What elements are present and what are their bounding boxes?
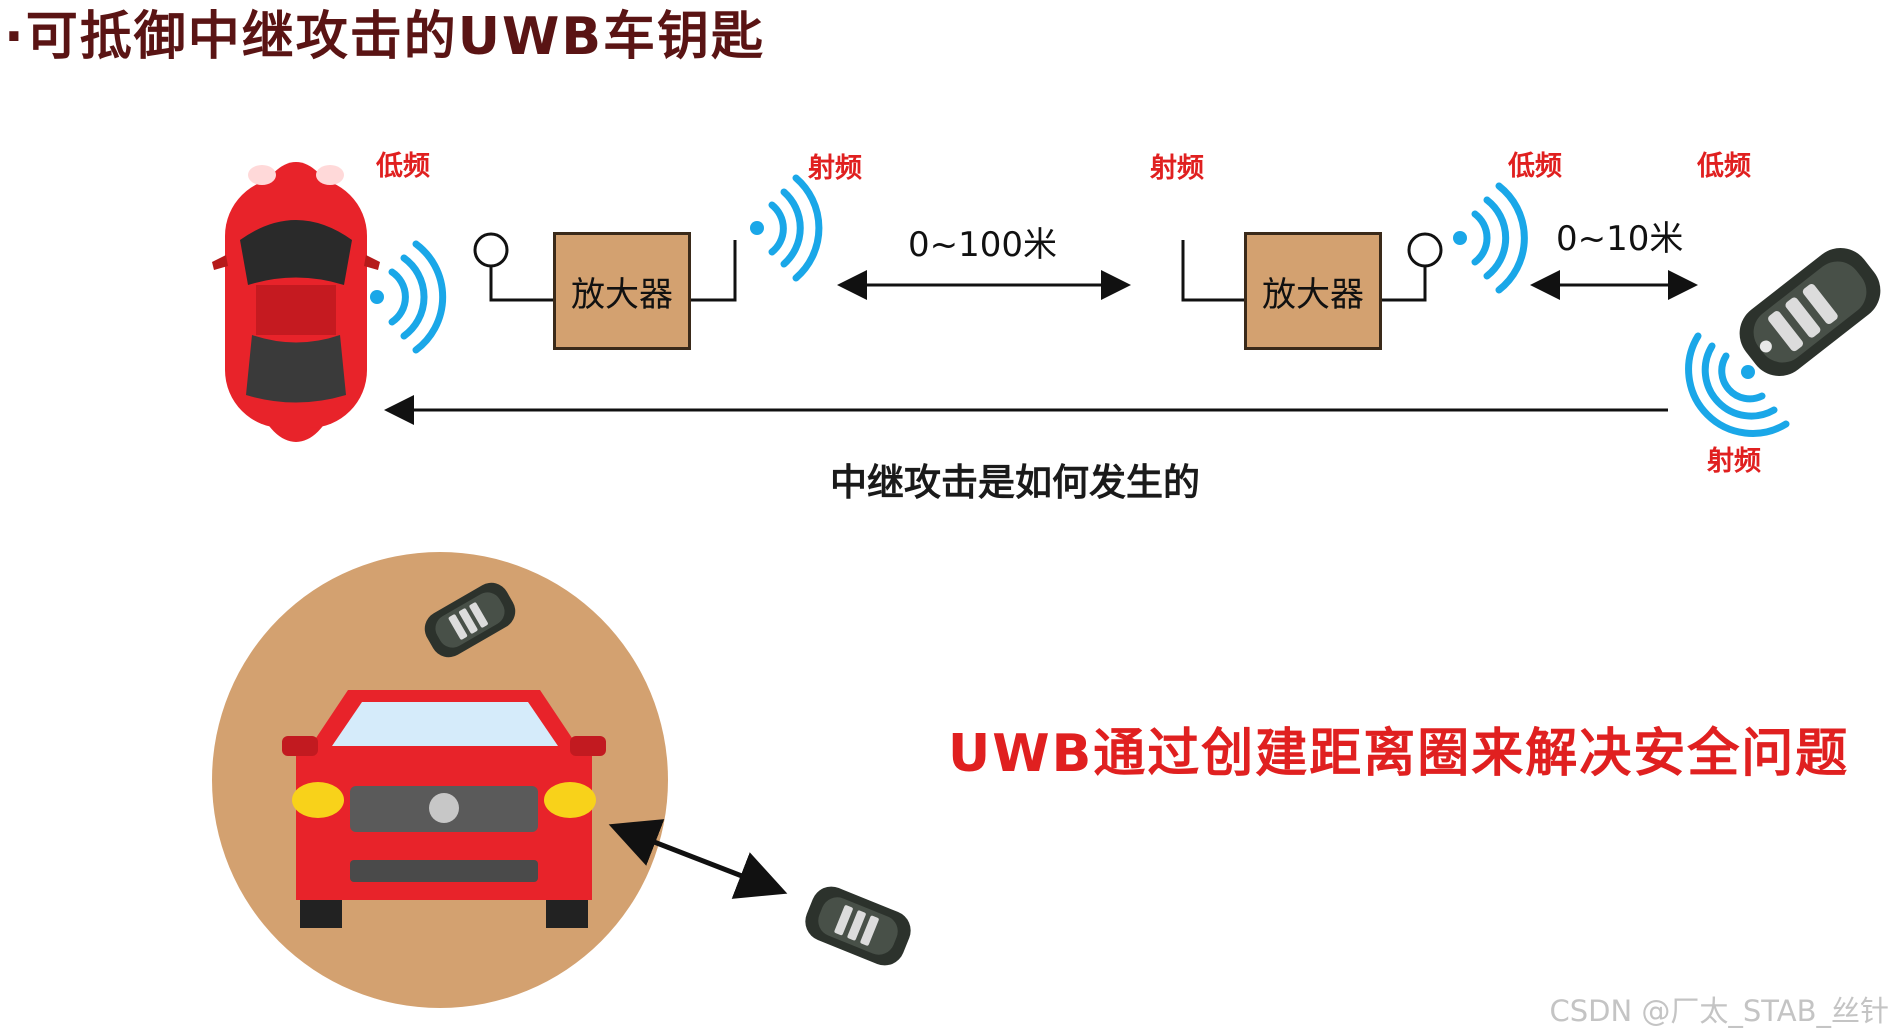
amplifier-2-wiring xyxy=(1181,232,1443,302)
diagram-caption: 中继攻击是如何发生的 xyxy=(830,461,1200,504)
relay-distance-label: 0~100米 xyxy=(908,225,1058,265)
key-fob-wave-icon xyxy=(1685,332,1790,437)
amplifier-1-wiring xyxy=(473,232,737,302)
amplifier-1-wave-icon xyxy=(750,174,823,282)
car-top-view xyxy=(212,162,380,442)
key-fob-icon xyxy=(1739,247,1881,377)
watermark: CSDN @厂太_STAB_丝针 xyxy=(1549,994,1889,1028)
key-fob-far-icon xyxy=(805,886,911,966)
car-wave-icon xyxy=(370,240,447,354)
label-rf-amp1: 射频 xyxy=(808,153,862,184)
amplifier-2-wave-icon xyxy=(1453,182,1528,294)
label-lf-key: 低频 xyxy=(1697,151,1751,182)
label-lf-amp2: 低频 xyxy=(1508,151,1562,182)
car-front-view xyxy=(282,690,606,928)
key-distance-label: 0~10米 xyxy=(1556,219,1684,259)
uwb-solution-text: UWB通过创建距离圈来解决安全问题 xyxy=(948,724,1850,784)
amplifier-box-2: 放大器 xyxy=(1244,232,1382,350)
label-rf-amp2: 射频 xyxy=(1150,153,1204,184)
label-lf-car: 低频 xyxy=(376,151,430,182)
label-rf-key: 射频 xyxy=(1707,446,1761,477)
key-fob-near-car-icon xyxy=(424,582,516,658)
uwb-distance-arrow xyxy=(608,819,788,899)
page-title: ·可抵御中继攻击的UWB车钥匙 xyxy=(4,7,765,67)
amplifier-box-1: 放大器 xyxy=(553,232,691,350)
